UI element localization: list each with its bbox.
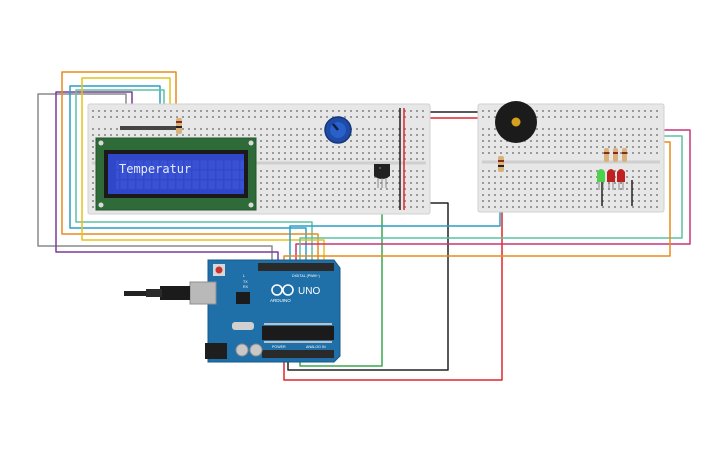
led-red-1[interactable]	[607, 169, 615, 190]
potentiometer[interactable]	[324, 116, 352, 144]
temperature-sensor[interactable]	[374, 164, 390, 188]
l-label: L	[243, 274, 245, 278]
digital-label: DIGITAL (PWM~)	[292, 274, 320, 278]
power-jack	[205, 343, 227, 359]
arduino-uno[interactable]: UNO ARDUINO DIGITAL (PWM~) ANALOG IN POW…	[124, 259, 341, 363]
piezo-buzzer[interactable]	[495, 101, 537, 143]
led-green[interactable]	[597, 169, 605, 190]
led-resistors[interactable]	[604, 148, 627, 162]
lcd-mount-hole	[98, 140, 104, 146]
arduino-logo: UNO ARDUINO	[270, 284, 320, 303]
lcd-header-pins	[120, 126, 180, 130]
analog-label: ANALOG IN	[306, 345, 326, 349]
wire-black-gnd[interactable]	[287, 202, 449, 371]
lcd-text: Temperatur	[119, 162, 191, 176]
rx-label: RX	[243, 285, 249, 289]
capacitor	[249, 343, 263, 357]
usb-chip	[236, 292, 250, 304]
atmega-chip	[262, 326, 334, 340]
usb-port	[189, 281, 217, 305]
wire-gray[interactable]	[37, 93, 273, 262]
crystal	[232, 322, 254, 330]
potentiometer-icon	[332, 123, 339, 131]
wire-mint-left[interactable]	[75, 89, 313, 262]
buzzer-resistor[interactable]	[498, 156, 504, 172]
uno-logo-text: UNO	[298, 286, 320, 297]
led-red-2[interactable]	[617, 169, 625, 190]
chip-pins	[264, 323, 332, 343]
wire-purple[interactable]	[55, 91, 279, 262]
tx-label: TX	[243, 280, 248, 284]
piezo-buzzer-icon	[511, 117, 521, 127]
usb-plug-icon[interactable]	[124, 286, 190, 300]
lcd-mount-hole	[98, 202, 104, 208]
lcd-mount-hole	[248, 140, 254, 146]
digital-header	[258, 263, 334, 271]
power-label: POWER	[272, 345, 286, 349]
lcd-mount-hole	[248, 202, 254, 208]
capacitor	[235, 343, 249, 357]
lcd-resistor[interactable]	[176, 118, 182, 134]
lcd-module[interactable]: Temperatur	[95, 126, 257, 211]
analog-power-header	[262, 350, 334, 358]
reset-button-cap	[215, 266, 223, 274]
temperature-sensor-icon	[379, 167, 381, 169]
arduino-brand-text: ARDUINO	[270, 298, 291, 303]
